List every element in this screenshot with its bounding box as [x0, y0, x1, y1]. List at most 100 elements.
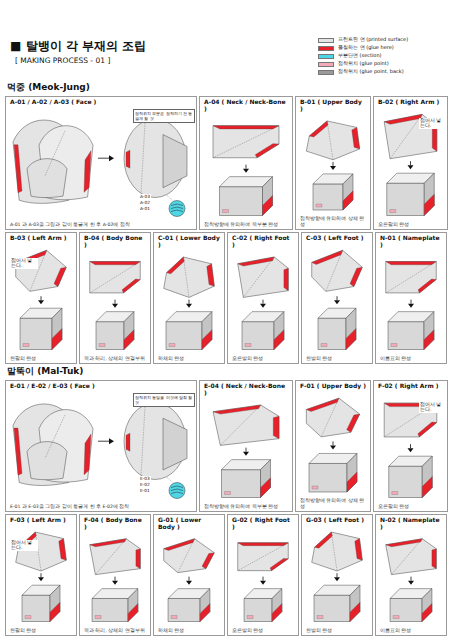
- part-heading: C-01 ( Lower Body ): [157, 235, 221, 249]
- section-label: [ MAKING PROCESS - 01 ]: [14, 56, 111, 65]
- flat-net: [238, 543, 289, 571]
- step-panel: G-03 ( Left Foot )왼발의 완성: [301, 514, 373, 636]
- folded-part: [390, 598, 422, 621]
- glue-point: [321, 344, 327, 347]
- part-heading: E-04 ( Neck / Neck-Bone ): [203, 383, 289, 397]
- flat-net: [386, 262, 437, 293]
- step-panel: N-01 ( Nameplate )이름표의 완성: [375, 232, 447, 364]
- step-caption: E-01 과 E-03을 그림과 같이 동글게 한 후 E-02에 접착: [9, 504, 130, 510]
- glue-band: [424, 194, 434, 215]
- glue-band: [386, 539, 423, 547]
- folded-part: [244, 598, 272, 621]
- glue-point: [247, 616, 253, 619]
- glue-band: [261, 478, 271, 498]
- folded-part: [309, 463, 347, 492]
- flat-net: [164, 257, 215, 297]
- legend-swatch: [318, 46, 334, 51]
- step-caption: A-01 과 A-03을 그림과 같이 동글게 한 후 A-02에 접착: [9, 222, 131, 228]
- step-caption: 오른발의 완성: [231, 628, 264, 634]
- step-caption: 왼발의 완성: [305, 628, 333, 634]
- glue-band: [352, 127, 360, 149]
- glue-band: [164, 539, 195, 551]
- head-shape: [124, 119, 186, 198]
- glue-point: [392, 492, 398, 495]
- seam-line: [141, 123, 145, 194]
- arrow-head: [408, 165, 414, 169]
- glue-band: [167, 257, 185, 274]
- flat-net: [16, 250, 67, 291]
- glue-point: [23, 344, 29, 347]
- step-caption: 오른팔의 완성: [377, 222, 410, 228]
- legend-row: 접착위치 (glue point): [318, 60, 408, 68]
- part-heading: F-02 ( Right Arm ): [377, 383, 440, 390]
- fold-line: [35, 532, 41, 571]
- step-arrow: [246, 448, 247, 452]
- callout-note: E-02: [139, 482, 151, 487]
- arrow-head: [112, 304, 118, 308]
- arrow-head: [186, 304, 192, 308]
- glue-band: [386, 262, 437, 265]
- step-arrow: [411, 577, 412, 581]
- step-arrow: [98, 158, 109, 159]
- glue-band: [14, 428, 22, 475]
- arrow-head: [109, 438, 114, 444]
- glue-band: [347, 472, 357, 492]
- part-heading: N-01 ( Nameplate ): [379, 235, 443, 249]
- glue-point: [391, 344, 397, 347]
- glue-band: [213, 405, 261, 414]
- step-caption: 왼팔의 완성: [9, 356, 37, 362]
- glue-band: [59, 539, 66, 561]
- arrow-head: [260, 304, 266, 308]
- glue-band: [124, 330, 134, 350]
- callout-note: E-03: [139, 476, 151, 481]
- legend-text: 접착위치 (glue point): [338, 61, 389, 67]
- fold-line: [238, 543, 289, 571]
- fold-line: [331, 532, 337, 571]
- callout-note: A-02: [139, 200, 151, 205]
- glue-band: [84, 151, 91, 193]
- folded-part: [220, 187, 263, 216]
- glue-band: [312, 250, 343, 264]
- flat-net: [312, 532, 363, 571]
- glue-point: [171, 616, 177, 619]
- glue-band: [347, 414, 360, 432]
- arrow-head: [408, 581, 414, 585]
- arrow-head: [38, 300, 44, 304]
- callout-note: 접어서 넣는다.: [419, 402, 447, 413]
- glue-band: [90, 539, 127, 547]
- folded-part: [318, 318, 346, 349]
- glue-band: [432, 549, 436, 569]
- step-arrow: [337, 296, 338, 300]
- section-layer: [171, 486, 183, 488]
- step-panel: C-02 ( Right Foot )오른발의 완성: [227, 232, 299, 364]
- step-panel: G-02 ( Right Foot ) 오른발의 완성: [227, 514, 299, 636]
- fold-line: [326, 250, 343, 291]
- flat-net: [213, 126, 279, 158]
- step-caption: 왼팔의 완성: [9, 628, 37, 634]
- folded-part: [96, 322, 124, 350]
- legend-swatch: [318, 62, 334, 67]
- glue-band: [343, 191, 353, 210]
- face-piece: [27, 159, 67, 198]
- part-heading: G-02 ( Right Foot ): [231, 517, 295, 531]
- glue-band: [200, 604, 210, 622]
- glue-band: [422, 477, 432, 498]
- glue-band: [126, 150, 130, 168]
- folded-part: [263, 177, 273, 216]
- face-piece: [27, 442, 67, 480]
- folded-part: [424, 173, 434, 215]
- fold-line: [386, 262, 437, 293]
- legend: 프린트된 면 (printed surface)풀칠하는 면 (glue her…: [318, 36, 408, 76]
- arrow-head: [112, 581, 118, 585]
- step-caption: 접착방향에 유의하여 상체 완성: [299, 216, 367, 227]
- arrow-head: [408, 304, 414, 308]
- step-arrow: [333, 441, 334, 445]
- part-heading: E-01 / E-02 / E-03 ( Face ): [9, 383, 96, 390]
- glue-band: [207, 264, 214, 286]
- step-caption: 접착방향에 유의하여 상체 완성: [299, 498, 367, 509]
- step-arrow: [337, 573, 338, 577]
- step-panel: A-04 ( Neck / Neck-Bone )접착방향에 유의하여 목부분 …: [199, 96, 293, 230]
- step-caption: 왼발의 완성: [305, 356, 333, 362]
- glue-point: [390, 210, 396, 213]
- glue-band: [84, 434, 91, 475]
